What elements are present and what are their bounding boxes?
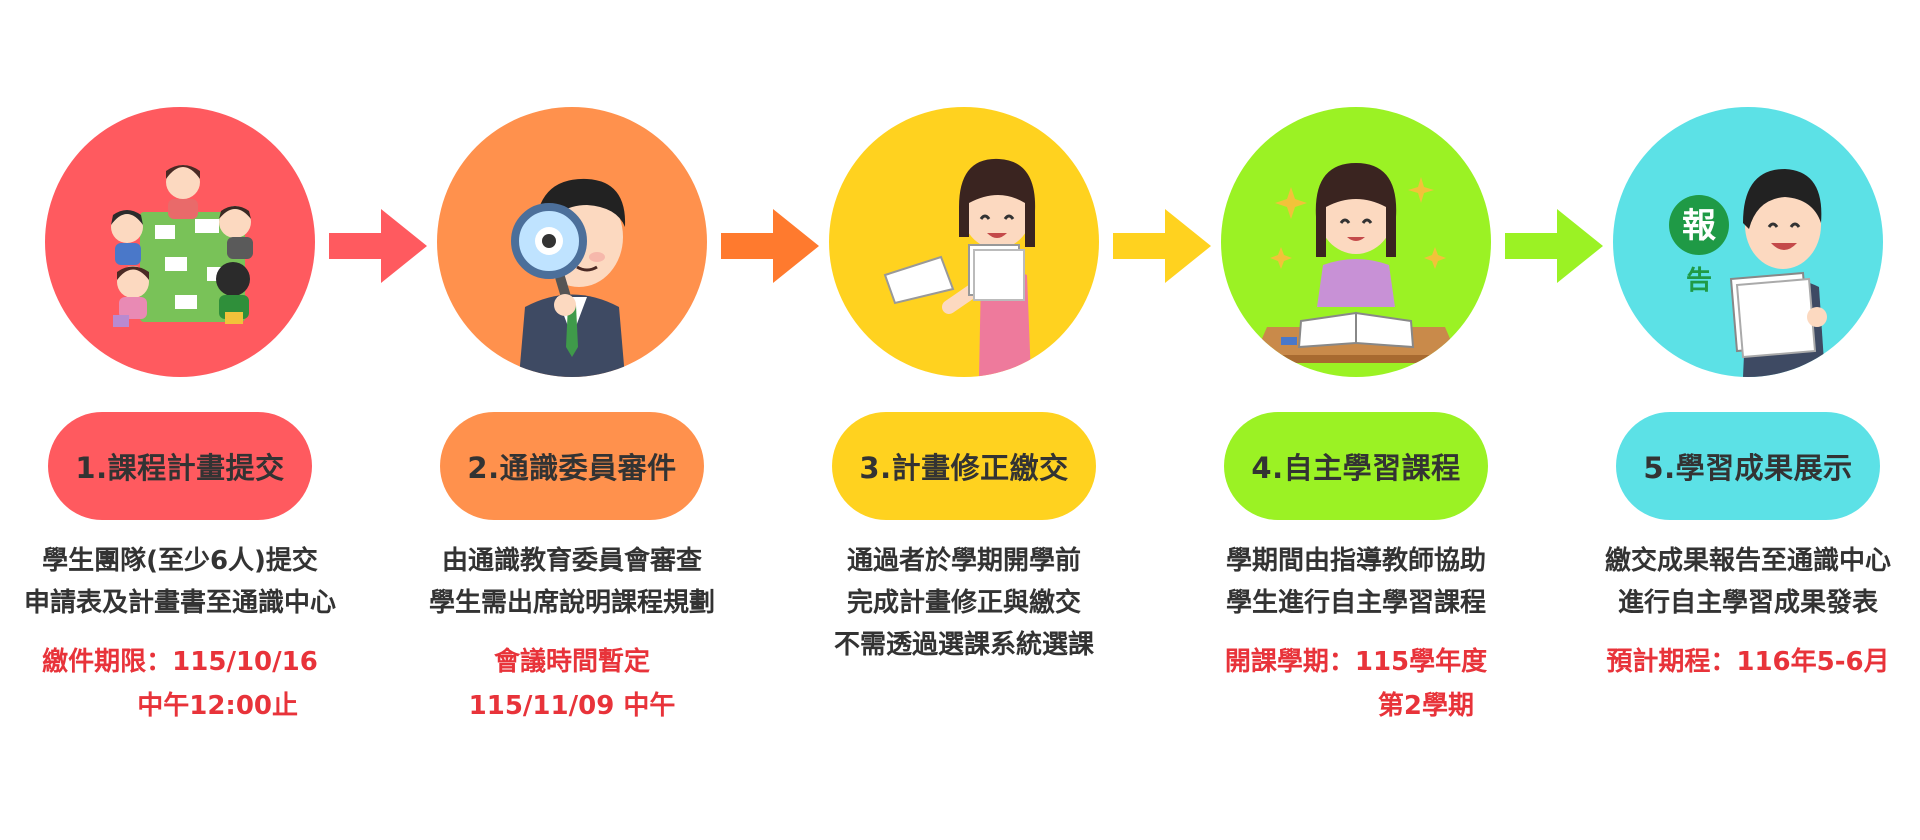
description-line: 完成計畫修正與繳交 [846,588,1081,618]
report-badge-char-1: 報 [1682,206,1716,246]
arrow-shape [721,209,819,283]
description-line: 學生團隊(至少6人)提交 [42,546,318,576]
step-3-title: 3.計畫修正繳交 [832,412,1096,520]
arrow-shape [1113,209,1211,283]
step-1-note: 繳件期限：115/10/16 中午12:00止 [0,640,360,728]
arrow-right-icon [1113,209,1211,283]
note-line: 繳件期限：115/10/16 [42,647,318,677]
report-presenter-icon: 報 告 [1669,169,1827,377]
step-1-title: 1.課程計畫提交 [48,412,312,520]
step-5-circle: 報 告 [1613,107,1883,377]
note-line: 115/11/09 中午 [468,691,676,721]
description-line: 學期間由指導教師協助 [1225,546,1486,576]
step-1-description: 學生團隊(至少6人)提交 申請表及計畫書至通識中心 [0,540,360,624]
description-line: 學生需出席說明課程規劃 [428,588,715,618]
team-meeting-icon [111,165,253,327]
studying-student-icon [1255,163,1457,363]
note-line: 第2學期 [1377,691,1474,721]
note-line: 會議時間暫定 [493,647,650,677]
submit-papers-icon [883,158,1036,377]
description-line: 由通識教育委員會審查 [441,546,702,576]
arrow-shape [1505,209,1603,283]
note-line: 開課學期：115學年度 [1224,647,1488,677]
step-4-note: 開課學期：115學年度 第2學期 [1176,640,1536,728]
step-5-description: 繳交成果報告至通識中心 進行自主學習成果發表 [1568,540,1920,624]
description-line: 通過者於學期開學前 [846,546,1081,576]
note-line: 預計期程：116年5-6月 [1606,647,1890,677]
step-3-description: 通過者於學期開學前 完成計畫修正與繳交 不需透過選課系統選課 [784,540,1144,666]
step-2-title: 2.通識委員審件 [440,412,704,520]
description-line: 進行自主學習成果發表 [1617,588,1878,618]
arrow-right-icon [721,209,819,283]
note-line: 中午12:00止 [137,691,298,721]
step-4-description: 學期間由指導教師協助 學生進行自主學習課程 [1176,540,1536,624]
report-badge-char-2: 告 [1686,266,1712,296]
step-3-circle [829,107,1099,377]
step-4-circle [1221,107,1491,377]
description-line: 學生進行自主學習課程 [1225,588,1486,618]
step-2-description: 由通識教育委員會審查 學生需出席說明課程規劃 [392,540,752,624]
description-line: 申請表及計畫書至通識中心 [23,588,336,618]
step-1-circle [45,107,315,377]
arrow-right-icon [329,209,427,283]
step-2-circle [437,107,707,377]
step-2-note: 會議時間暫定 115/11/09 中午 [392,640,752,728]
step-5-title: 5.學習成果展示 [1616,412,1880,520]
description-line: 繳交成果報告至通識中心 [1604,546,1891,576]
arrow-shape [329,209,427,283]
arrow-right-icon [1505,209,1603,283]
description-line: 不需透過選課系統選課 [833,630,1094,660]
step-4-title: 4.自主學習課程 [1224,412,1488,520]
step-5-note: 預計期程：116年5-6月 [1568,640,1920,684]
magnifier-reviewer-icon [511,178,626,377]
